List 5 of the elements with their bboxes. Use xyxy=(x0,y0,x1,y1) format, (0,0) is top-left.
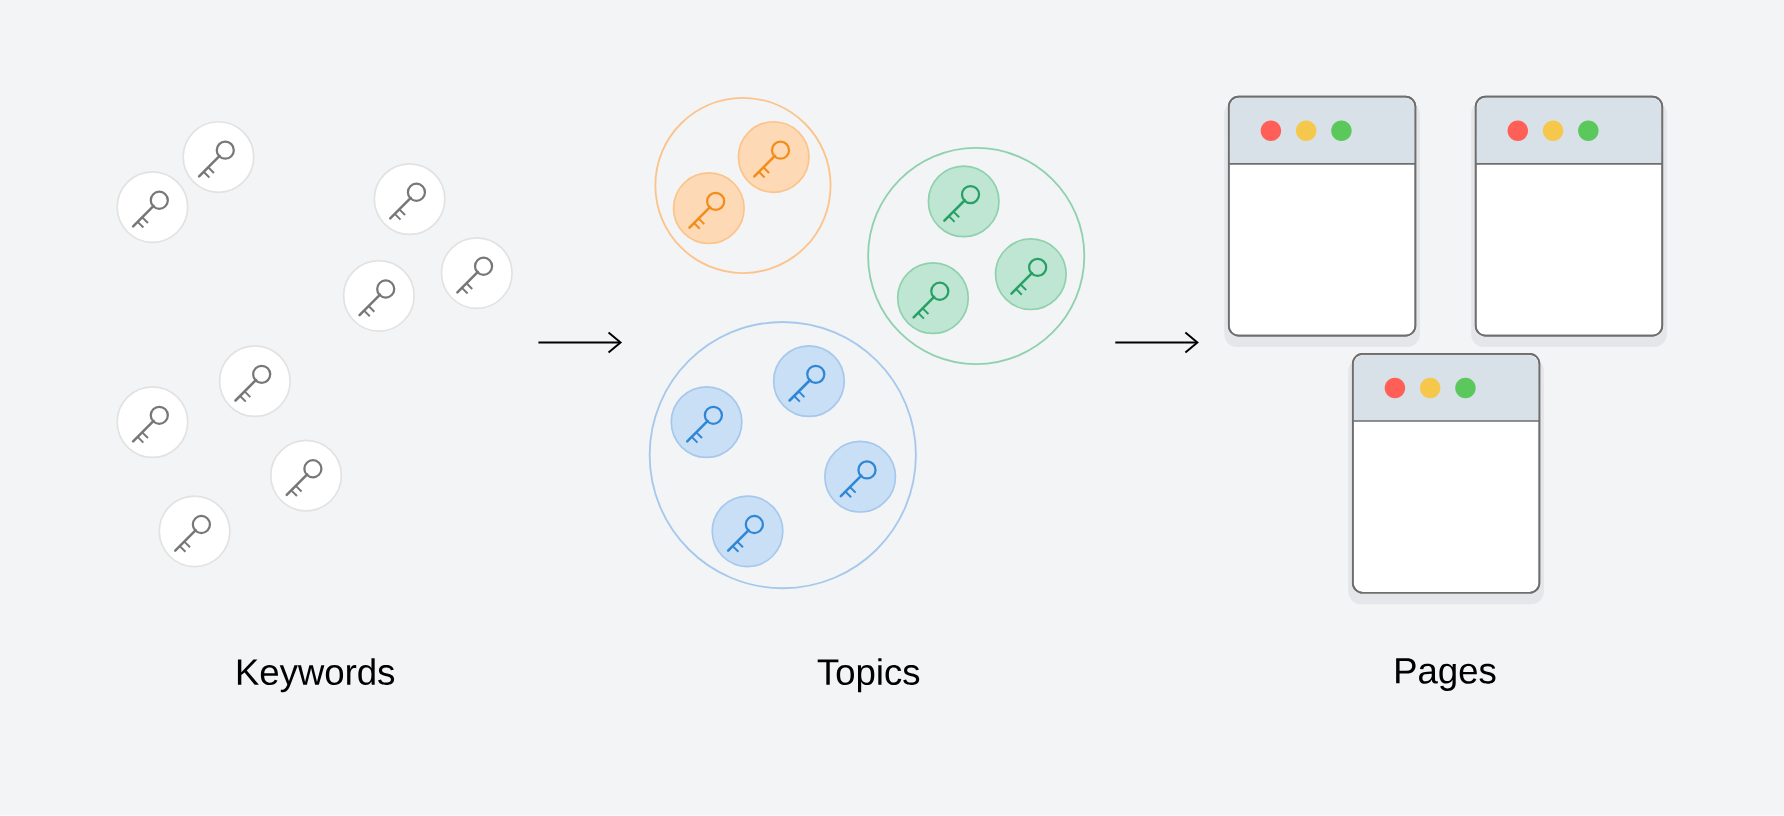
arrow xyxy=(537,331,623,354)
section-label: Keywords xyxy=(237,658,395,693)
section-label: Pages xyxy=(1396,658,1496,692)
arrow xyxy=(1114,331,1199,354)
section-label: Topics xyxy=(817,658,920,693)
